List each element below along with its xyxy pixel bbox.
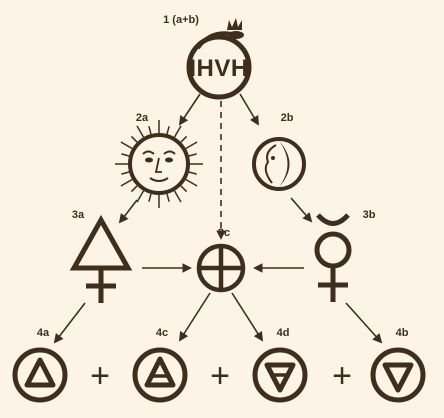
sun-ray [166,193,170,202]
sun-ray [120,141,133,150]
node-2a: 2a [115,112,203,208]
sun-ray [148,193,152,202]
label-4c: 4c [156,327,168,339]
arrow-2b-to-3b [290,197,313,223]
arrow-1-to-2b [239,93,259,126]
sun-ray [136,190,145,203]
label-3b: 3b [363,209,376,221]
moon-face-icon [252,137,306,191]
plus-sign: + [332,357,352,395]
sun-ray [130,135,138,143]
ihvh-circle [186,34,252,100]
fire-icon [12,347,68,403]
plus-sign: + [90,357,110,395]
sun-ray [130,185,138,193]
sun-ray [180,185,188,193]
serpent-icon [196,18,244,50]
label-1: 1 (a+b) [163,14,199,26]
arrow-3c-to-4c [178,292,211,342]
sun-ray [173,125,182,138]
sun-ray [185,141,198,150]
air-icon [132,347,188,403]
earth-icon [252,347,308,403]
plus-sign: + [210,357,230,395]
sun-ray [173,190,182,203]
node-3a: 3a [69,209,133,303]
arrow-1-to-2a [178,93,201,126]
arrow-3b-to-4b [345,302,383,344]
sun-ray [166,126,170,135]
label-3a: 3a [72,209,85,221]
label-4b: 4b [396,327,409,339]
sulfur-icon [69,214,133,303]
label-3c: 3c [218,227,230,239]
sun-ray [148,126,152,135]
sun-ray [188,153,197,157]
label-2a: 2a [136,112,149,124]
sun-ray [121,171,130,175]
arrow-3a-to-4a [53,302,86,344]
label-4a: 4a [37,327,50,339]
sun-ray [120,178,133,187]
node-ihvh: IHVH 1 (a+b) [163,14,252,100]
node-2b: 2b [252,112,306,191]
ihvh-text: IHVH [189,55,248,82]
arrow-3c-to-4d [231,292,264,342]
node-3b: 3b [314,209,376,302]
water-icon [370,347,426,403]
sun-ray [121,153,130,157]
crown-icon [227,18,242,30]
mercury-icon [314,213,352,302]
label-2b: 2b [281,112,294,124]
sun-ray [188,171,197,175]
sun-ray [136,125,145,138]
label-4d: 4d [277,327,290,339]
sun-ray [185,178,198,187]
sun-ray [180,135,188,143]
arrow-2a-to-3a [118,199,138,224]
salt-icon [196,243,246,293]
sun-face-icon [115,120,203,208]
